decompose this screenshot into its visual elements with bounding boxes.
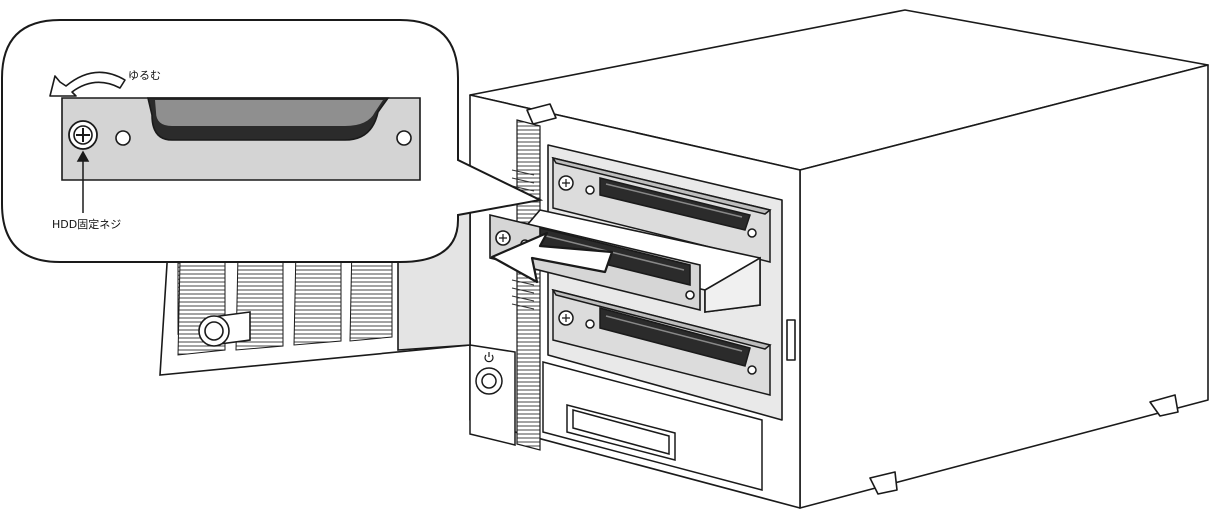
loosen-arrow-icon <box>49 71 126 97</box>
loosen-label: ゆるむ <box>128 69 161 82</box>
chassis-foot-right <box>1149 394 1179 417</box>
screw-icon <box>68 120 98 150</box>
drive-tray-top <box>551 156 772 263</box>
lower-front-panel <box>469 344 763 491</box>
chassis-foot-mid <box>869 471 898 495</box>
bottom-drawer <box>542 361 763 491</box>
pull-out-arrow-icon <box>490 231 614 284</box>
bay-indicator-vents <box>511 169 535 310</box>
bezel-latch <box>526 103 557 125</box>
drive-tray-bottom <box>551 288 772 396</box>
screw-label: HDD固定ネジ <box>52 217 121 231</box>
drawer-handle <box>566 404 676 461</box>
callout-tray-face <box>61 97 421 181</box>
side-slot <box>786 319 796 361</box>
screw-leader-line <box>76 150 90 213</box>
front-vent-strip <box>516 119 541 451</box>
